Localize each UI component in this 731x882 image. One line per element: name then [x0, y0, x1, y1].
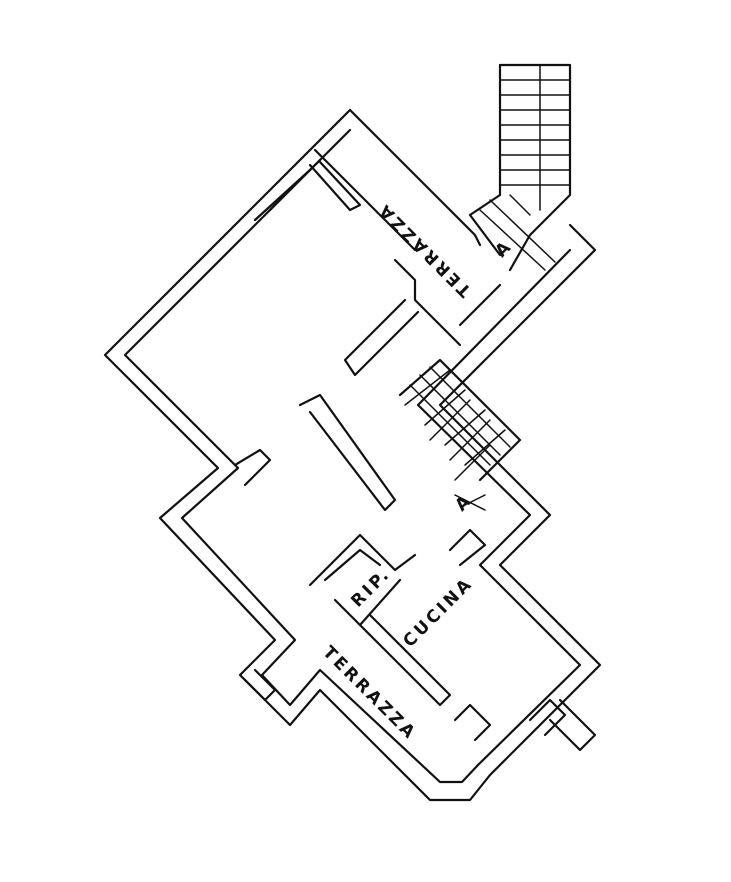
- outer-walls: [103, 108, 602, 802]
- room-label-ripostiglio: RIP.: [347, 564, 395, 612]
- internal-staircase: [398, 358, 522, 511]
- interior-partitions: [233, 298, 487, 707]
- room-label-terrazza-bottom: TERRAZZA: [318, 642, 420, 744]
- room-label-terrazza-top: TERRAZZA: [373, 199, 475, 301]
- upper-terrace-railing: [308, 160, 502, 347]
- stair-arrow-label-bottom: A: [451, 490, 477, 516]
- lower-terrace-railing: [243, 668, 597, 752]
- external-staircase: [468, 63, 572, 272]
- room-label-cucina: CUCINA: [399, 573, 477, 651]
